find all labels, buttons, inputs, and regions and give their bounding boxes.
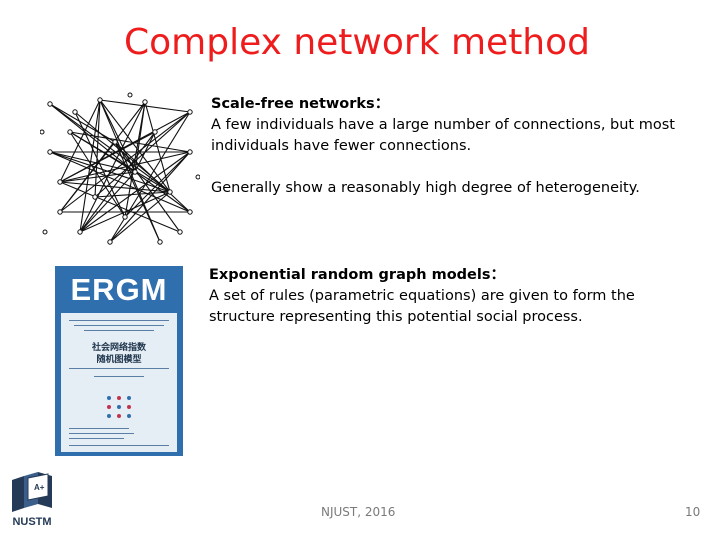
page-number: 10 xyxy=(685,505,701,519)
book-cover-icon: ERGM 社会网络指数 随机图模型 xyxy=(55,266,183,456)
book-cover-cn-title: 社会网络指数 xyxy=(91,343,146,353)
logo-text: NUSTM xyxy=(12,516,52,528)
book-logo-icon: A+ xyxy=(12,472,52,512)
book-cover-title: ERGM xyxy=(70,272,168,307)
section-heading: Scale-free networks： xyxy=(211,96,390,112)
book-cover-dots xyxy=(107,396,137,420)
book-cover-panel: 社会网络指数 随机图模型 xyxy=(61,306,177,452)
footer-text: NJUST, 2016 xyxy=(321,505,396,519)
section-paragraph: Generally show a reasonably high degree … xyxy=(211,180,640,196)
book-cover-cn-subtitle: 随机图模型 xyxy=(96,355,142,365)
section-paragraph: A few individuals have a large number of… xyxy=(211,117,675,154)
slide-title: Complex network method xyxy=(123,22,590,63)
svg-text:A+: A+ xyxy=(34,483,45,492)
scale-free-section: Scale-free networks： A few individuals h… xyxy=(211,94,691,199)
section-paragraph: A set of rules (parametric equations) ar… xyxy=(209,288,635,325)
network-graph-icon xyxy=(40,92,200,245)
section-heading: Exponential random graph models： xyxy=(209,267,505,283)
ergm-section: Exponential random graph models： A set o… xyxy=(209,265,689,328)
institution-logo: A+ NUSTM xyxy=(4,468,60,530)
